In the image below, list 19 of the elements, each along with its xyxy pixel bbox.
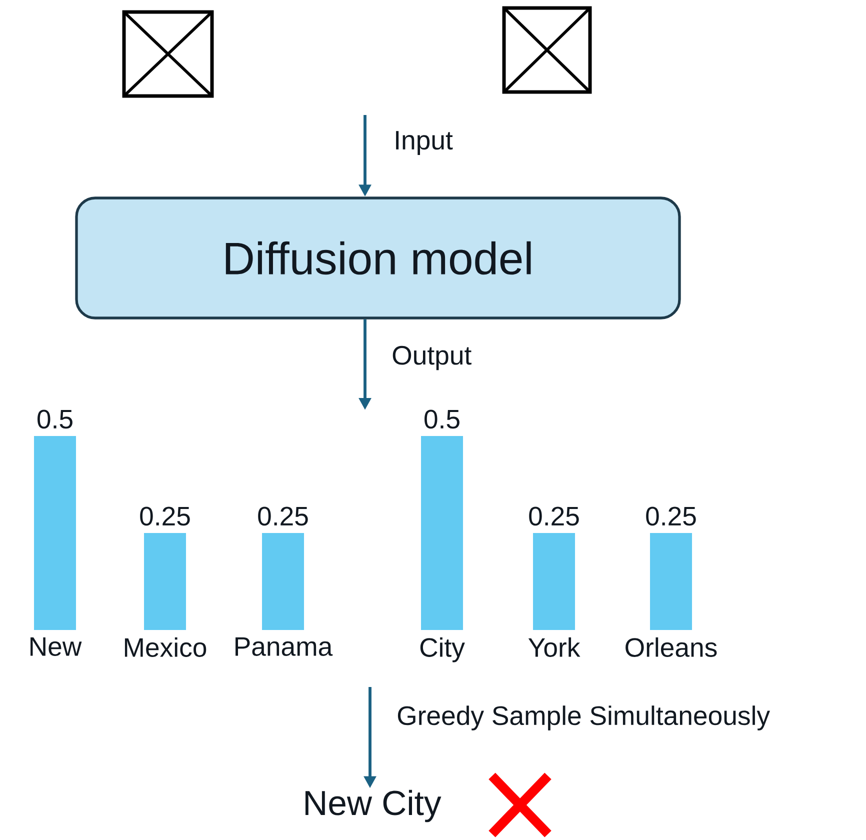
data-label: 0.25	[140, 506, 190, 526]
x-tick-label: Mexico	[124, 637, 206, 657]
mask-box	[502, 6, 592, 94]
x-tick-label: New	[30, 637, 82, 656]
x-tick-label: York	[528, 637, 580, 657]
data-label: 0.25	[646, 506, 696, 526]
x-tick-label: Orleans	[626, 637, 717, 657]
process-box: Diffusion model	[75, 196, 681, 320]
result-text: New City	[306, 790, 442, 822]
mask-box	[122, 10, 214, 98]
data-label: 0.25	[258, 506, 308, 526]
x-tick-label: Panama	[236, 637, 333, 656]
data-label: 0.5	[424, 410, 460, 429]
edge-label: Input	[396, 131, 453, 155]
data-label: 0.5	[38, 410, 72, 429]
x-tick-label: City	[420, 637, 465, 662]
edge-label: Output	[392, 346, 472, 370]
edge-label: Greedy Sample Simultaneously	[398, 706, 770, 730]
data-label: 0.25	[529, 506, 579, 526]
